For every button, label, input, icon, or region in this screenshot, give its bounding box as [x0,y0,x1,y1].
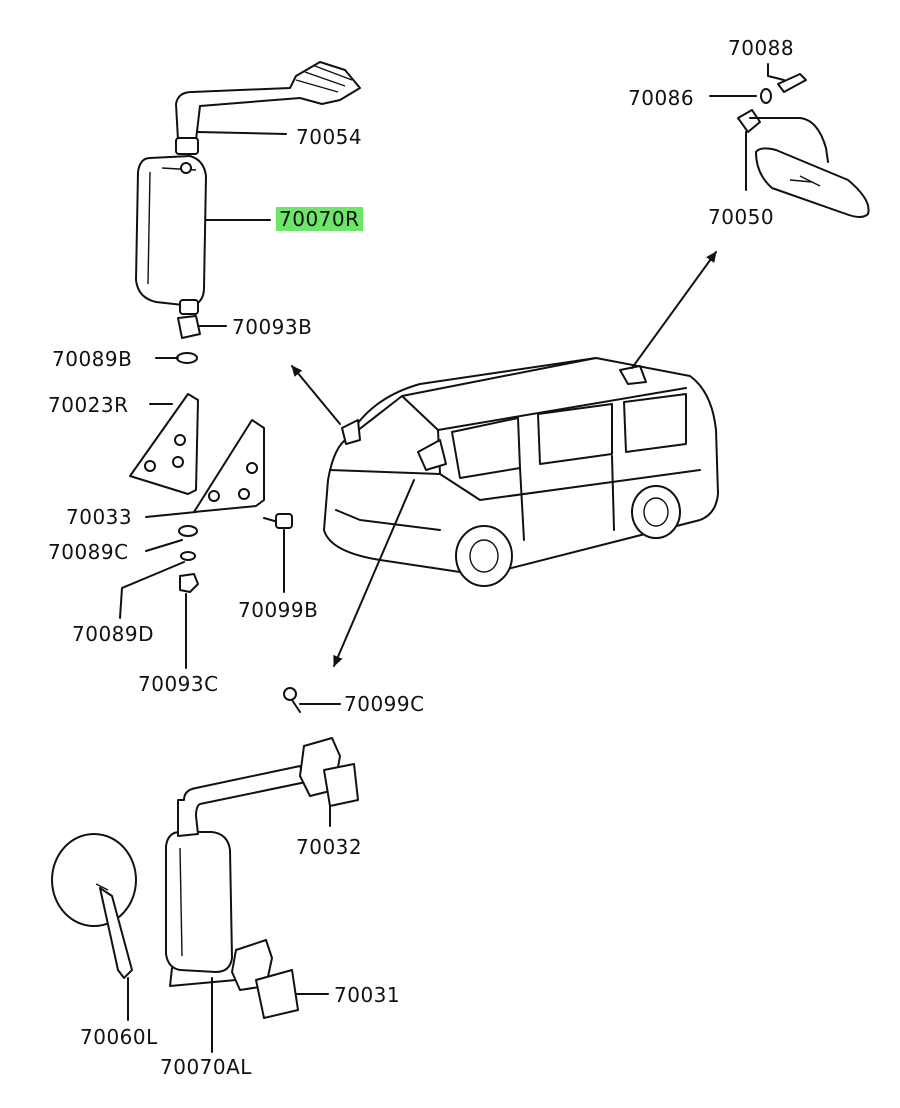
bracket-70031-drawing [231,939,299,1019]
part-label-70089C: 70089C [48,540,129,564]
part-label-70070AL: 70070AL [160,1055,252,1079]
part-label-70050: 70050 [708,205,775,229]
van-drawing [323,357,719,587]
part-label-70060L: 70060L [80,1025,158,1049]
screw-70099C-drawing [283,687,301,713]
part-label-70031: 70031 [334,983,401,1007]
bracket-70033-drawing [193,419,265,513]
part-label-70099C: 70099C [344,692,425,716]
part-label-70088: 70088 [728,36,795,60]
part-label-70099B: 70099B [238,598,319,622]
part-label-70023R: 70023R [48,393,129,417]
mirror-head-70070AL-drawing [165,765,307,987]
part-label-70089D: 70089D [72,622,155,646]
mirror-stay-70054-drawing [175,61,361,155]
part-label-70093C: 70093C [138,672,219,696]
part-label-70093B: 70093B [232,315,313,339]
screw-70099B-drawing [263,513,293,529]
washer-70086-drawing [760,88,772,104]
part-label-70086: 70086 [628,86,695,110]
mirror-70060L-drawing [51,833,137,979]
part-label-70070R[interactable]: 70070R [276,207,363,231]
washer-70089C-drawing [178,525,198,561]
bracket-70032-drawing [299,737,359,807]
part-label-70089B: 70089B [52,347,133,371]
bolt-70093B-drawing [177,315,201,339]
part-label-70033: 70033 [66,505,133,529]
mirror-head-70070R-drawing [135,155,207,315]
bolt-70088-drawing [777,73,807,93]
bracket-70023R-drawing [129,393,199,495]
part-label-70032: 70032 [296,835,363,859]
part-label-70054: 70054 [296,125,363,149]
washer-70089B-drawing [176,352,198,364]
mirror-70050-drawing [737,109,870,218]
nut-70093C-drawing [179,573,199,593]
